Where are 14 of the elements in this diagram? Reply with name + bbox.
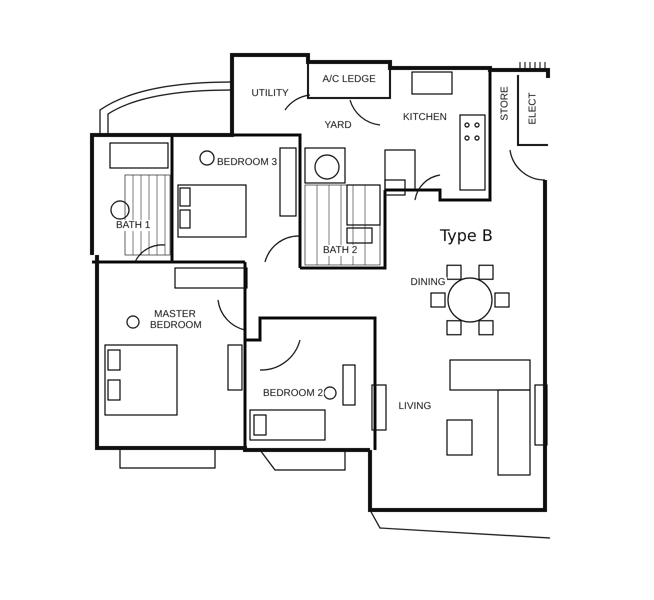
room-label: BEDROOM 2 — [262, 388, 324, 398]
room-label: UTILITY — [250, 88, 290, 98]
room-label: ELECT — [528, 90, 539, 126]
room-label: STORE — [500, 84, 511, 122]
room-label: LIVING — [398, 400, 432, 412]
room-label: YARD — [324, 120, 353, 130]
room-label: BATH 1 — [115, 220, 152, 230]
room-label: BATH 2 — [322, 244, 358, 256]
room-label: BEDROOM 3 — [216, 156, 278, 168]
room-label: MASTER BEDROOM — [149, 309, 201, 331]
room-label: DINING — [410, 276, 446, 288]
plan-title: Type B — [440, 226, 493, 245]
room-label: KITCHEN — [402, 112, 448, 122]
room-label: A/C LEDGE — [322, 74, 377, 84]
